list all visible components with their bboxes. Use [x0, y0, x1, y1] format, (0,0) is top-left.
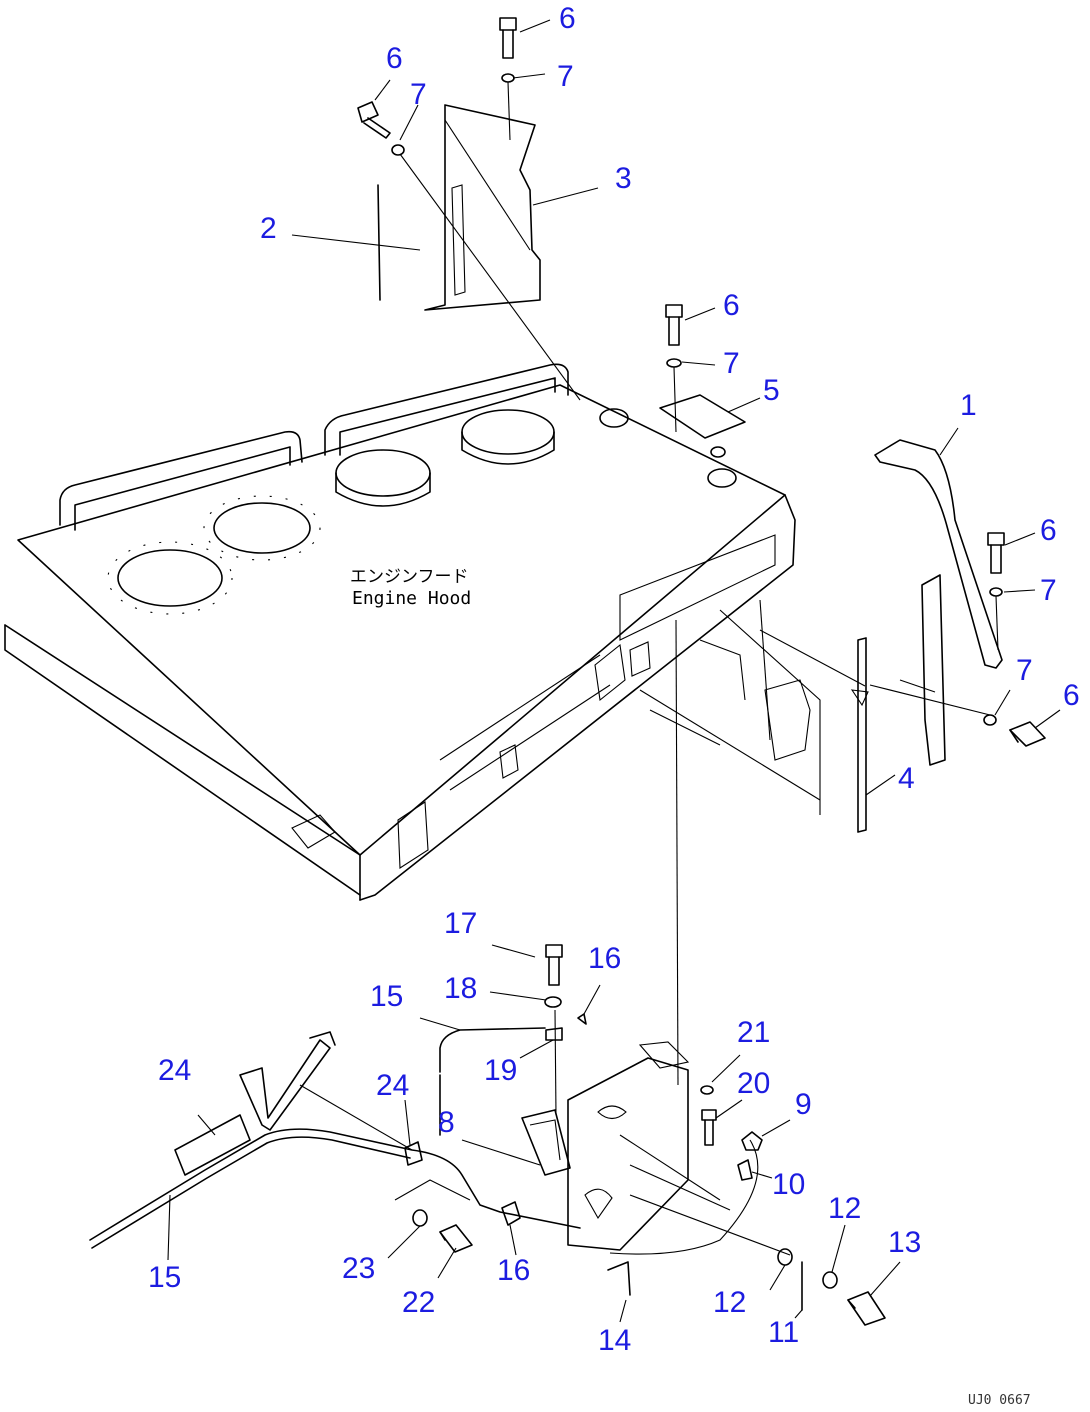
bolt-6-low: [1009, 721, 1046, 747]
callout-4: 4: [898, 762, 915, 795]
clamp-24-b: [404, 1141, 423, 1166]
washer-12-b: [822, 1271, 838, 1289]
callout-8: 8: [438, 1106, 455, 1139]
callout-21: 21: [737, 1016, 770, 1049]
callout-13: 13: [888, 1226, 921, 1259]
callout-16: 16: [588, 942, 621, 975]
part-5-plate: [659, 394, 746, 439]
callout-3: 3: [615, 162, 632, 195]
clamp-16-a: [577, 1013, 587, 1025]
washer-7-top: [501, 73, 515, 83]
callout-6: 6: [559, 2, 576, 35]
clip-19: [545, 1027, 563, 1041]
callout-1: 1: [960, 389, 977, 422]
callout-24: 24: [158, 1054, 191, 1087]
hood-opening-4: [461, 409, 555, 455]
callout-6: 6: [723, 289, 740, 322]
callout-18: 18: [444, 972, 477, 1005]
part-24-box: [174, 1114, 251, 1176]
part-8-bracket: [567, 1057, 689, 1251]
callout-7: 7: [1040, 574, 1057, 607]
hood-opening-1: [117, 549, 223, 607]
callout-6: 6: [1040, 514, 1057, 547]
bolt-6-right: [987, 532, 1005, 574]
washer-18: [544, 996, 562, 1008]
bolt-6-top: [499, 17, 517, 59]
callout-7: 7: [410, 78, 427, 111]
callout-6: 6: [386, 42, 403, 75]
callout-6: 6: [1063, 679, 1080, 712]
machine-frame: [639, 599, 821, 815]
callout-15: 15: [148, 1261, 181, 1294]
part-10-stay: [737, 1159, 753, 1181]
callout-numbers: 6 7 6 7 2 3 6 7 5 1 6 7 7 6 4 17 16 18 1…: [148, 2, 1080, 1357]
callout-19: 19: [484, 1054, 517, 1087]
bolt-6-left: [357, 101, 391, 139]
callout-7: 7: [557, 60, 574, 93]
callout-23: 23: [342, 1252, 375, 1285]
callout-7: 7: [1016, 654, 1033, 687]
hood-opening-3: [335, 449, 431, 497]
part-14-plate: [607, 1261, 631, 1296]
washer-21: [700, 1085, 714, 1095]
bolt-17: [545, 944, 563, 986]
callout-20: 20: [737, 1067, 770, 1100]
bolt-20: [701, 1109, 717, 1146]
callout-12: 12: [713, 1286, 746, 1319]
bolt-22: [439, 1224, 473, 1253]
part-3-cover: [424, 104, 541, 311]
callout-12: 12: [828, 1192, 861, 1225]
callout-17: 17: [444, 907, 477, 940]
part-1-stay: [874, 439, 1003, 669]
side-bracket: [921, 574, 946, 766]
washer-7-mid: [666, 358, 682, 368]
callout-14: 14: [598, 1324, 631, 1357]
engine-hood: エンジンフード Engine Hood: [4, 363, 796, 901]
washer-7-left: [391, 144, 405, 156]
callout-22: 22: [402, 1286, 435, 1319]
callout-16: 16: [497, 1254, 530, 1287]
bolt-13: [847, 1291, 886, 1326]
callout-15: 15: [370, 980, 403, 1013]
hood-opening-2: [213, 502, 311, 554]
drawing-code: UJ0 0667: [968, 1393, 1031, 1408]
callout-11: 11: [768, 1316, 799, 1349]
hood-label-english: Engine Hood: [352, 588, 471, 609]
part-9-nut: [741, 1131, 763, 1151]
callout-5: 5: [763, 374, 780, 407]
callout-24: 24: [376, 1069, 409, 1102]
washer-23: [412, 1209, 428, 1227]
callout-10: 10: [772, 1168, 805, 1201]
part-24-pedal: [239, 1039, 331, 1131]
callout-leaders: [167, 19, 1061, 1323]
part-2-rod: [377, 184, 381, 301]
clamp-16-b: [501, 1201, 521, 1226]
callout-7: 7: [723, 347, 740, 380]
washer-7-low: [983, 714, 997, 726]
callout-9: 9: [795, 1088, 812, 1121]
hood-label-japanese: エンジンフード: [350, 567, 469, 587]
part-4-seal: [857, 637, 867, 833]
washer-7-right: [989, 587, 1003, 597]
bolt-6-mid: [665, 304, 683, 346]
callout-2: 2: [260, 212, 277, 245]
